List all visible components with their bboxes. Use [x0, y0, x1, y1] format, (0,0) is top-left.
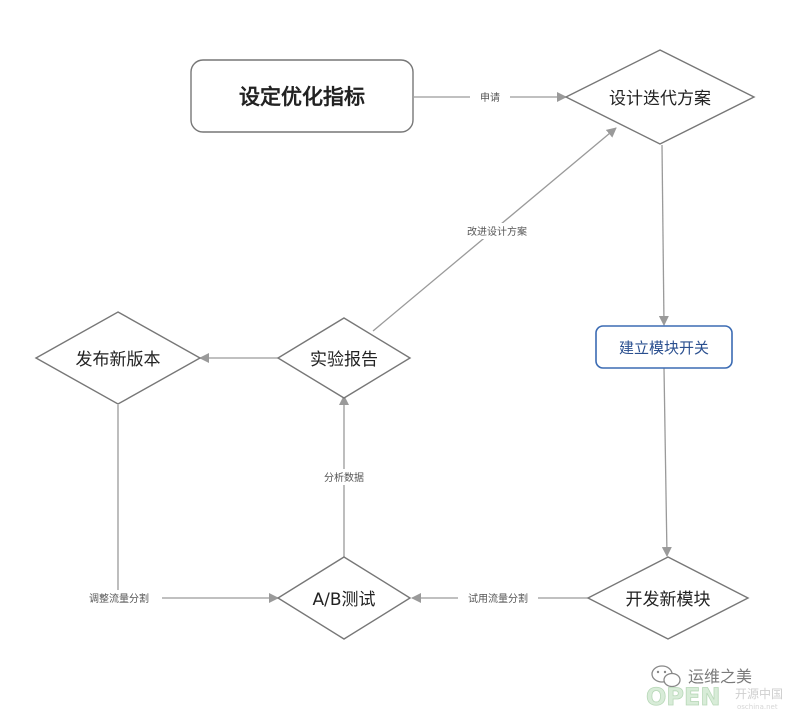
- node-develop-module: 开发新模块: [586, 556, 750, 640]
- watermark-site: 开源中国: [735, 686, 783, 701]
- edge-improve-design: 改进设计方案: [372, 127, 617, 332]
- edge-analyze-data: 分析数据: [314, 395, 374, 557]
- node-set-metrics: 设定优化指标: [190, 59, 414, 133]
- edge-apply: 申请: [414, 89, 567, 105]
- edge-trial-traffic: 试用流量分割: [411, 590, 588, 606]
- edge-label-apply: 申请: [480, 91, 500, 104]
- wechat-icon: [651, 665, 681, 688]
- edge-label-trial-traffic: 试用流量分割: [468, 592, 528, 605]
- edge-design-to-switch: [658, 144, 669, 326]
- edge-label-analyze-data: 分析数据: [324, 471, 364, 484]
- node-label-ab-test: A/B测试: [312, 590, 375, 610]
- node-build-switch: 建立模块开关: [595, 325, 733, 369]
- node-label-develop-module: 开发新模块: [626, 590, 711, 610]
- node-label-experiment-report: 实验报告: [310, 350, 378, 370]
- node-experiment-report: 实验报告: [276, 317, 412, 399]
- watermark-url: oschina.net: [737, 703, 778, 711]
- node-publish-version: 发布新版本: [34, 311, 202, 405]
- edge-label-adjust-traffic: 调整流量分割: [89, 592, 149, 605]
- watermark-logo-text: OPEN: [646, 683, 720, 711]
- edge-adjust-traffic: 调整流量分割: [76, 405, 279, 606]
- node-ab-test: A/B测试: [276, 556, 412, 640]
- edge-label-improve-design: 改进设计方案: [467, 225, 527, 238]
- node-label-design-iteration: 设计迭代方案: [609, 89, 711, 109]
- node-label-build-switch: 建立模块开关: [619, 339, 709, 357]
- node-label-publish-version: 发布新版本: [76, 350, 161, 370]
- node-label-set-metrics: 设定优化指标: [239, 85, 365, 109]
- edge-switch-to-develop: [661, 367, 672, 557]
- node-design-iteration: 设计迭代方案: [564, 49, 756, 145]
- watermark: 运维之美 OPEN 开源中国 oschina.net: [646, 665, 783, 711]
- watermark-account: 运维之美: [688, 667, 752, 686]
